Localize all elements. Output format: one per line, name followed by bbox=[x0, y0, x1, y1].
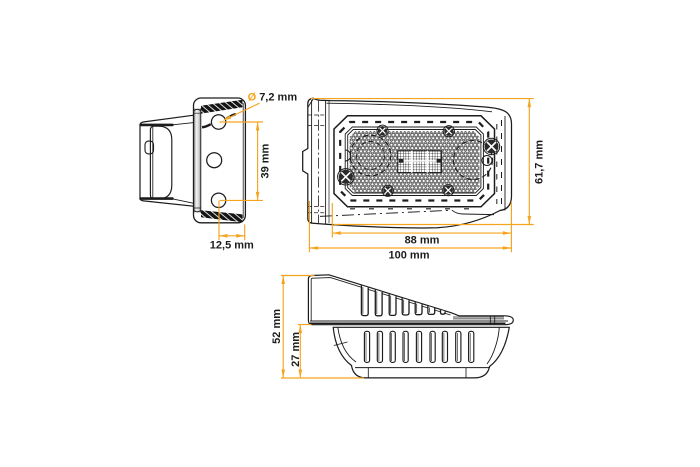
svg-text:39 mm: 39 mm bbox=[259, 143, 271, 178]
svg-text:27 mm: 27 mm bbox=[290, 332, 302, 367]
svg-text:12,5 mm: 12,5 mm bbox=[210, 239, 254, 251]
svg-text:7,2 mm: 7,2 mm bbox=[259, 92, 297, 104]
svg-text:100 mm: 100 mm bbox=[389, 249, 430, 261]
svg-text:61,7 mm: 61,7 mm bbox=[534, 140, 546, 184]
svg-text:52 mm: 52 mm bbox=[271, 309, 283, 344]
svg-text:Ø: Ø bbox=[248, 92, 257, 104]
svg-text:88 mm: 88 mm bbox=[405, 234, 440, 246]
